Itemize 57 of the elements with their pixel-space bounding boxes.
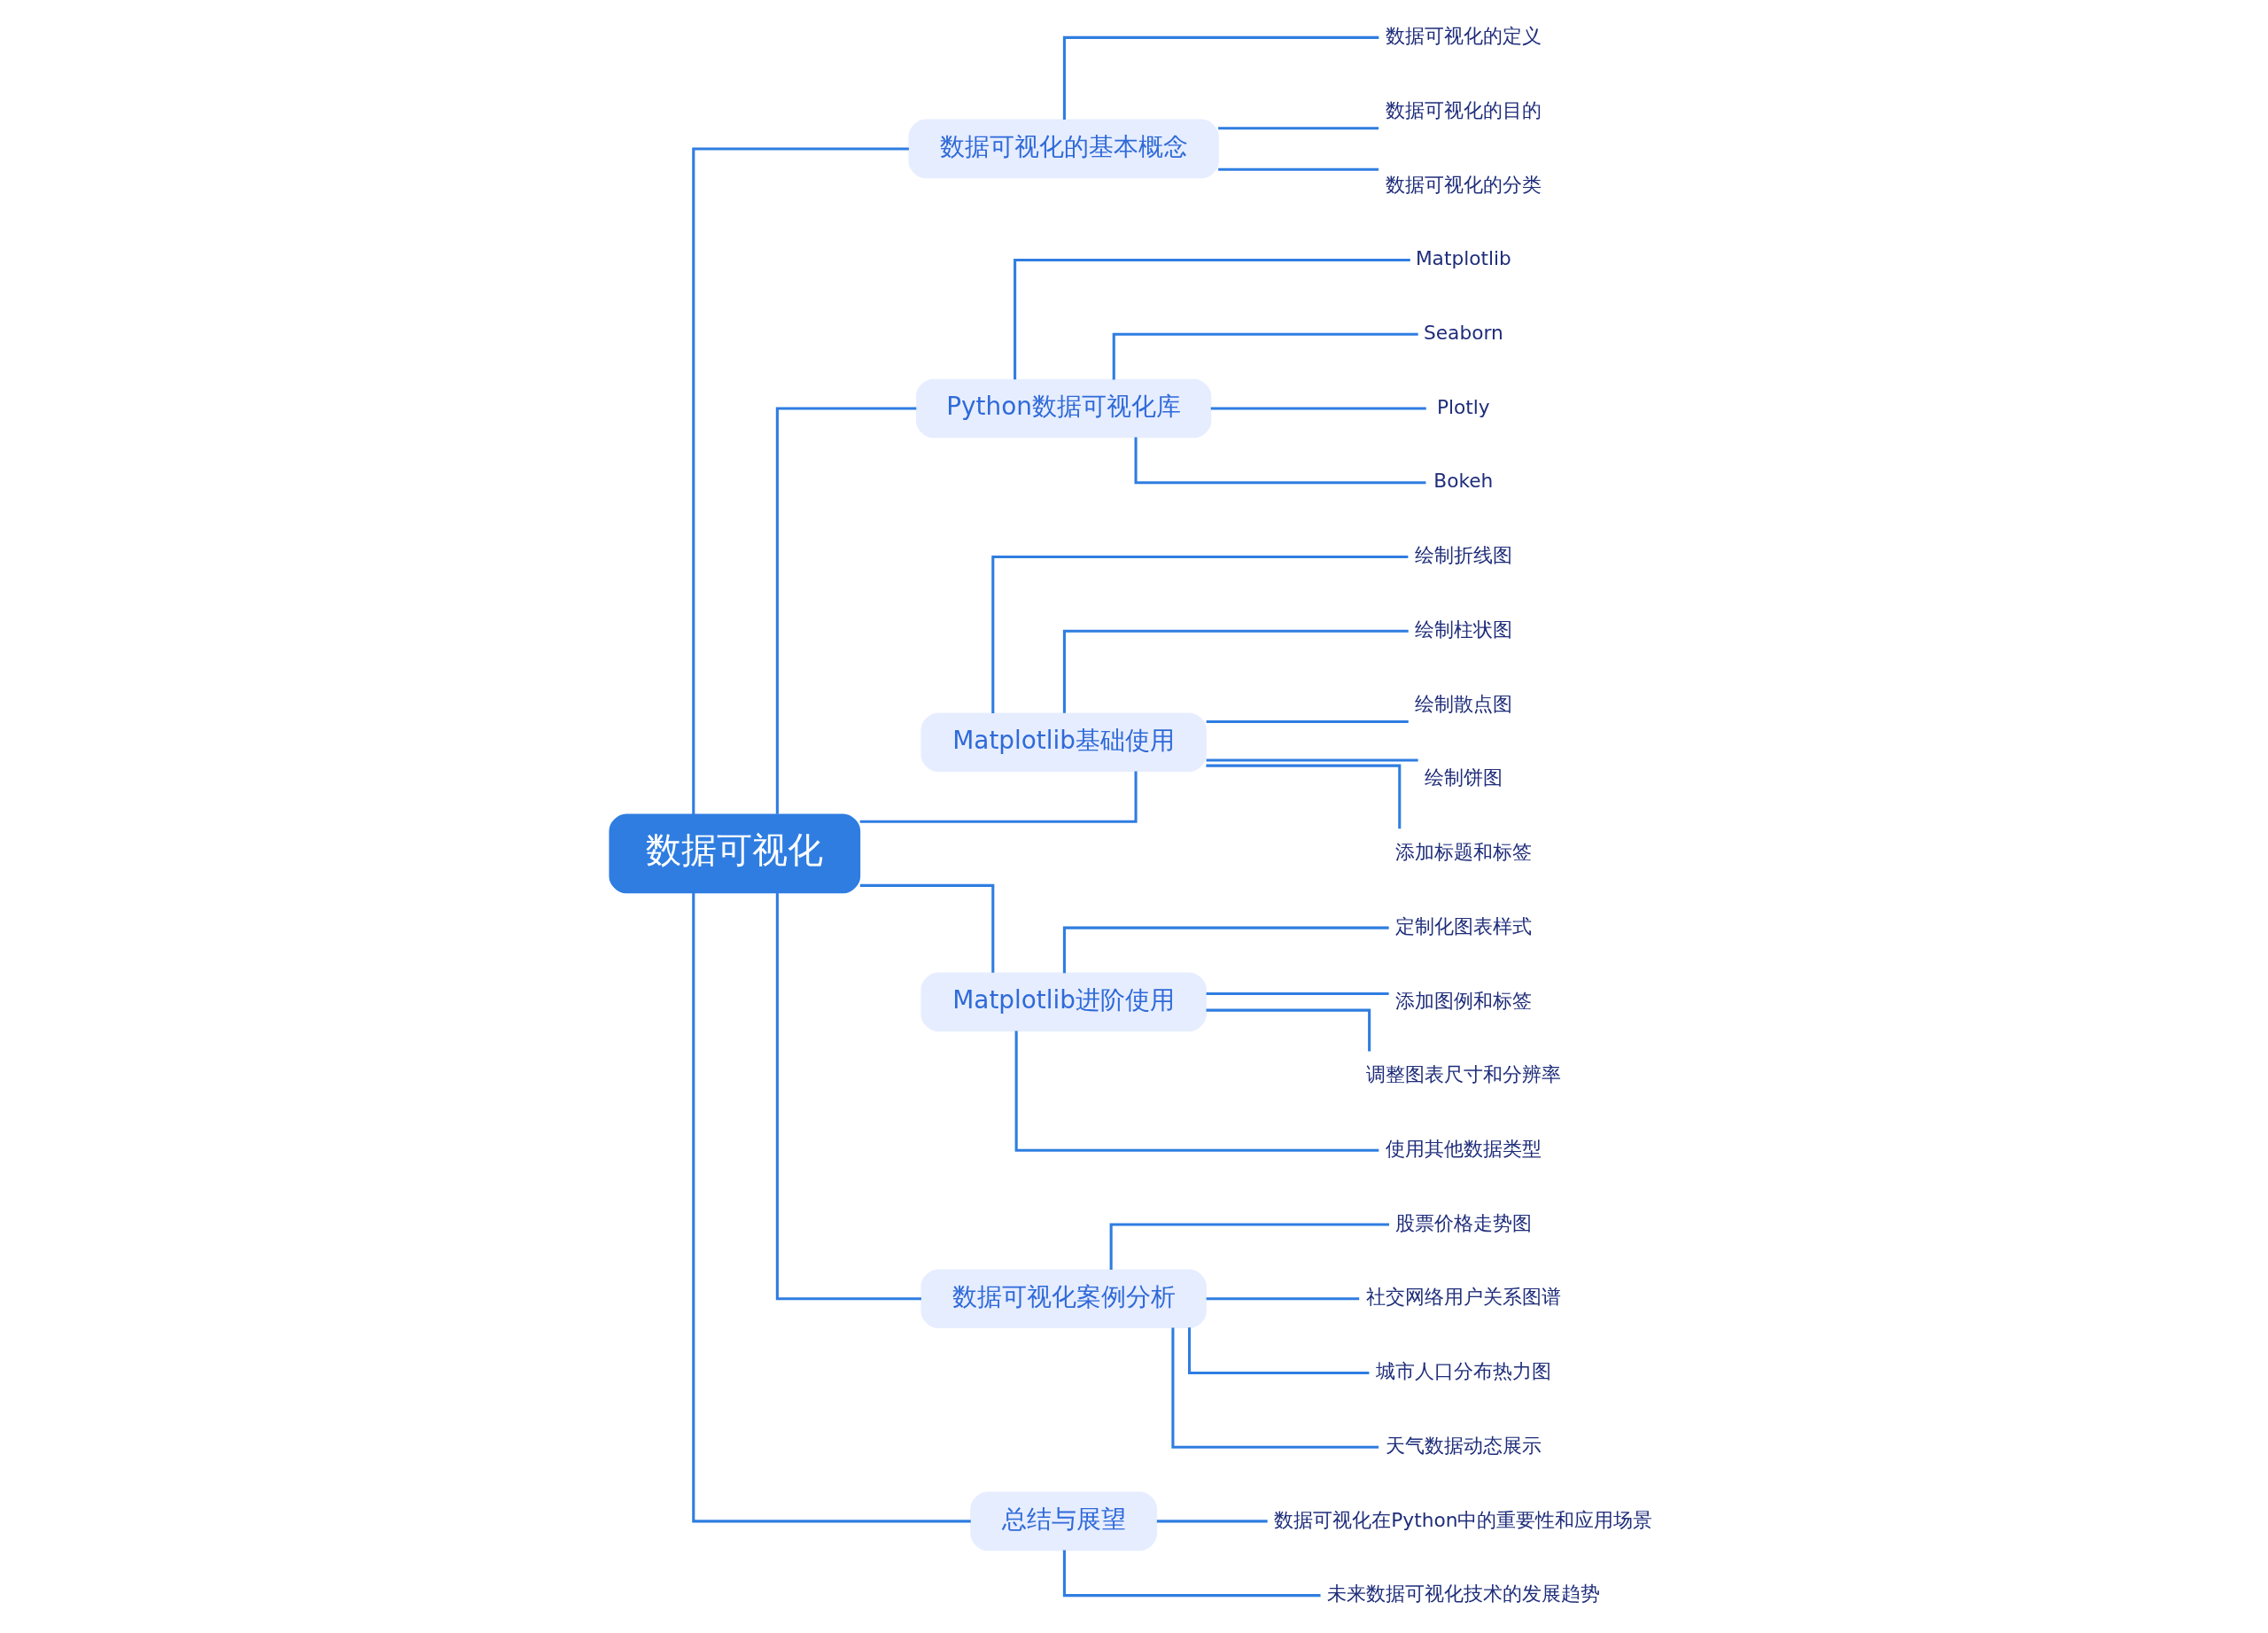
connector [691, 147, 909, 814]
node-text: 绘制饼图 [1424, 766, 1503, 789]
node-box: 总结与展望 [969, 1491, 1157, 1551]
node-text: 未来数据可视化技术的发展趋势 [1326, 1582, 1600, 1606]
node-text: 绘制柱状图 [1414, 618, 1512, 641]
node-box: 数据可视化 [608, 813, 860, 894]
node-box: 数据可视化案例分析 [920, 1269, 1207, 1329]
node-box: Matplotlib进阶使用 [920, 972, 1207, 1032]
node-box: Matplotlib基础使用 [920, 712, 1207, 773]
connector [1206, 1008, 1371, 1052]
connector [859, 883, 994, 973]
node-text: Bokeh [1433, 470, 1493, 493]
connector [1210, 407, 1426, 410]
connector [1062, 35, 1379, 120]
connector [1206, 991, 1389, 996]
node-text: 数据可视化的分类 [1385, 173, 1542, 196]
node-text: 使用其他数据类型 [1385, 1138, 1542, 1161]
node-text: 定制化图表样式 [1394, 914, 1532, 937]
node-text: Seaborn [1423, 322, 1503, 345]
connector [990, 555, 1408, 714]
connector [859, 771, 1138, 823]
connector [1205, 764, 1401, 829]
connector [775, 892, 921, 1301]
connector [1206, 1297, 1359, 1301]
connector [1170, 1327, 1379, 1449]
connector [1217, 167, 1379, 171]
connector [1014, 1030, 1379, 1152]
node-text: 天气数据动态展示 [1385, 1434, 1542, 1457]
connector [1156, 1520, 1268, 1523]
node-text: 城市人口分布热力图 [1375, 1360, 1551, 1383]
node-text: 数据可视化的定义 [1385, 25, 1542, 48]
connector [691, 892, 971, 1523]
node-text: 添加标题和标签 [1394, 841, 1532, 864]
node-text: 社交网络用户关系图谱 [1365, 1286, 1561, 1309]
node-text: 绘制折线图 [1414, 544, 1512, 567]
node-text: 数据可视化的目的 [1385, 98, 1542, 121]
connector [1187, 1327, 1369, 1374]
connector [775, 407, 916, 814]
node-text: 数据可视化在Python中的重要性和应用场景 [1273, 1508, 1652, 1531]
node-text: 调整图表尺寸和分辨率 [1365, 1063, 1561, 1086]
node-box: Python数据可视化库 [915, 378, 1211, 439]
connector [1112, 332, 1418, 380]
node-text: 绘制散点图 [1414, 692, 1512, 715]
connector [1062, 1550, 1320, 1598]
node-text: Plotly [1436, 395, 1490, 418]
connector [1206, 758, 1418, 762]
node-text: 股票价格走势图 [1394, 1211, 1532, 1234]
connector [1013, 259, 1410, 380]
connector [1062, 629, 1409, 713]
connector [1134, 437, 1425, 485]
node-text: 添加图例和标签 [1394, 989, 1532, 1012]
connector [1062, 926, 1389, 974]
connector [1109, 1223, 1389, 1271]
connector [1206, 719, 1409, 724]
node-box: 数据可视化的基本概念 [907, 119, 1219, 179]
node-text: Matplotlib [1415, 247, 1511, 270]
connector [1217, 127, 1379, 130]
